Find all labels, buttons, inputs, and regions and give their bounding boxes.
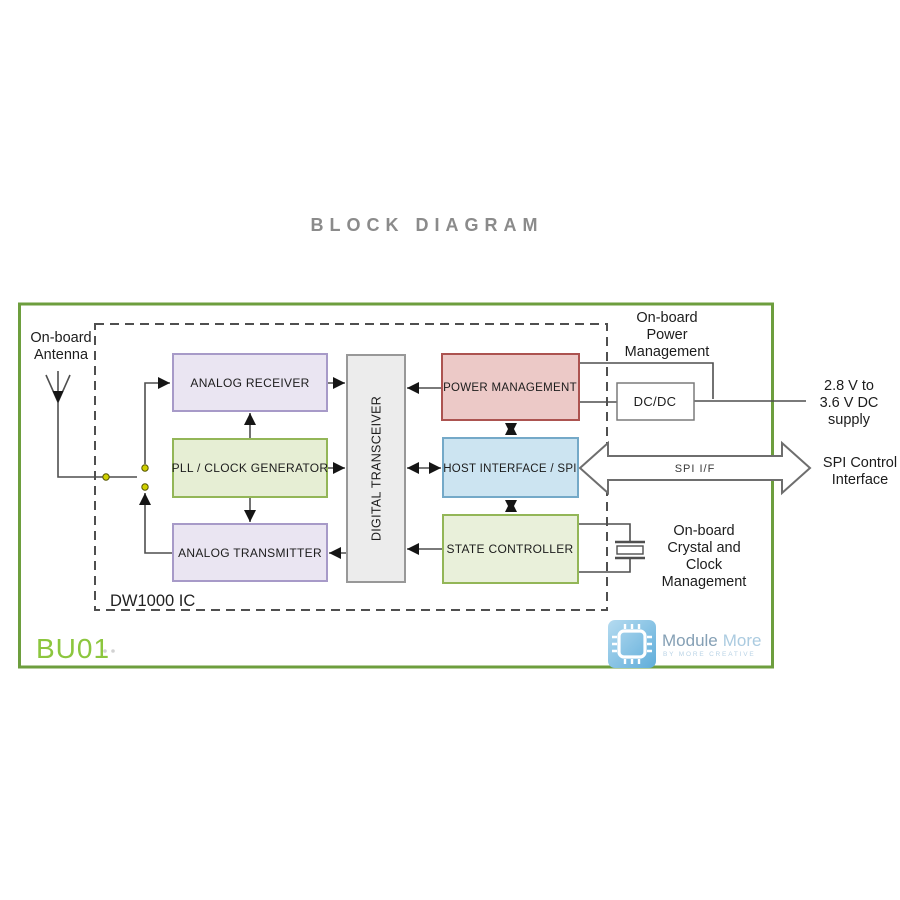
antenna-label-line1: On-board	[30, 330, 91, 346]
block-power-management	[441, 353, 580, 421]
module-name-dot2	[111, 649, 115, 653]
power-label-line1: On-board	[636, 310, 697, 326]
crystal-plates	[615, 540, 645, 560]
power-label-line3: Management	[625, 344, 710, 360]
power-label-line2: Power	[646, 327, 687, 343]
block-power-management-label: POWER MANAGEMENT	[443, 382, 577, 394]
block-analog-transmitter-label: ANALOG TRANSMITTER	[178, 546, 322, 560]
crystal-label-line2: Crystal and	[667, 540, 740, 556]
tx-feed-line	[139, 493, 173, 554]
crystal-label-line3: Clock	[686, 557, 723, 573]
antenna-feed-point	[52, 391, 64, 403]
crystal-icon	[615, 540, 645, 560]
rx-switch-dot	[141, 464, 149, 472]
block-digital-transceiver-label: DIGITAL TRANSCEIVER	[370, 396, 384, 541]
module-name-dot1	[103, 649, 107, 653]
block-state-controller	[442, 514, 579, 584]
block-state-controller-label: STATE CONTROLLER	[446, 542, 573, 556]
spi-control-label-line1: SPI Control	[823, 455, 897, 471]
logo-brand-secondary: More	[723, 631, 762, 650]
crystal-body	[616, 545, 644, 555]
connector-lines	[57, 362, 806, 573]
chip-icon	[612, 624, 652, 664]
antenna-label-line2: Antenna	[34, 347, 89, 363]
vendor-logo: Module More BY MORE CREATIVE	[608, 620, 762, 668]
tx-switch-dot	[141, 483, 149, 491]
module-boundary	[18, 302, 774, 669]
module-name: BU01	[36, 633, 110, 664]
page-title: BLOCK DIAGRAM	[311, 215, 544, 235]
crystal-top-line	[578, 523, 631, 541]
annotation-antenna: On-board Antenna	[30, 330, 91, 363]
supply-label-line3: supply	[828, 412, 871, 428]
block-analog-receiver	[172, 353, 328, 412]
spi-bus-arrow	[578, 440, 812, 496]
antenna-icon	[45, 371, 71, 403]
annotation-crystal: On-board Crystal and Clock Management	[662, 523, 747, 590]
annotation-spi-control: SPI Control Interface	[823, 455, 897, 488]
logo-brand-text: Module More	[662, 631, 762, 650]
block-dcdc	[616, 382, 695, 421]
crystal-bottom-line	[578, 559, 631, 573]
antenna-feed-line	[57, 400, 137, 478]
supply-label-line2: 3.6 V DC	[820, 395, 879, 411]
crystal-label-line1: On-board	[673, 523, 734, 539]
block-pll-clock-generator	[172, 438, 328, 498]
dw1000-ic-label: DW1000 IC	[110, 592, 195, 610]
block-analog-transmitter	[172, 523, 328, 582]
logo-brand-primary: Module	[662, 631, 718, 650]
logo-tagline: BY MORE CREATIVE	[663, 651, 756, 658]
supply-label-line1: 2.8 V to	[824, 378, 874, 394]
annotation-power: On-board Power Management	[625, 310, 710, 360]
block-digital-transceiver	[346, 354, 406, 583]
power-net-top-line	[579, 362, 714, 399]
rx-feed-line	[144, 377, 170, 464]
spi-bus-label: SPI I/F	[675, 463, 716, 475]
antenna-junction-dot	[102, 473, 110, 481]
block-analog-receiver-label: ANALOG RECEIVER	[190, 376, 309, 390]
crystal-label-line4: Management	[662, 574, 747, 590]
block-host-interface-spi	[442, 437, 579, 498]
spi-control-label-line2: Interface	[832, 472, 888, 488]
block-dcdc-label: DC/DC	[634, 394, 677, 409]
block-host-interface-spi-label: HOST INTERFACE / SPI	[443, 463, 577, 475]
annotation-supply: 2.8 V to 3.6 V DC supply	[820, 378, 879, 428]
dw1000-ic-boundary	[94, 323, 608, 611]
block-pll-clock-generator-label: PLL / CLOCK GENERATOR	[172, 461, 329, 475]
